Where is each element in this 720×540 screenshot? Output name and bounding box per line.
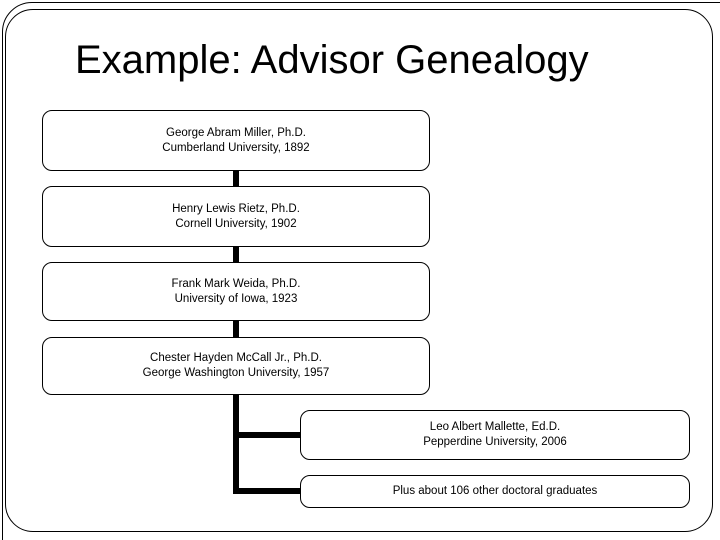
advisor-institution: Cornell University, 1902 <box>175 217 297 230</box>
advisor-box-weida: Frank Mark Weida, Ph.D. University of Io… <box>42 262 430 321</box>
advisor-institution: Pepperdine University, 2006 <box>423 436 567 448</box>
advisor-name: Leo Albert Mallette, Ed.D. <box>429 421 561 433</box>
connector-miller-rietz <box>233 170 239 187</box>
connector-rietz-weida <box>233 246 239 263</box>
advisor-institution: George Washington University, 1957 <box>142 367 330 379</box>
advisor-box-other-graduates: Plus about 106 other doctoral graduates <box>300 475 690 508</box>
advisor-name: Frank Mark Weida, Ph.D. <box>171 277 301 290</box>
advisor-box-rietz: Henry Lewis Rietz, Ph.D. Cornell Univers… <box>42 186 430 247</box>
advisor-box-miller: George Abram Miller, Ph.D. Cumberland Un… <box>42 110 430 171</box>
advisor-box-mallette: Leo Albert Mallette, Ed.D. Pepperdine Un… <box>300 410 690 460</box>
connector-mccall-branch-trunk <box>233 394 239 494</box>
advisor-name: Henry Lewis Rietz, Ph.D. <box>172 202 300 215</box>
advisor-name: Plus about 106 other doctoral graduates <box>392 485 598 497</box>
connector-branch-others <box>236 488 300 494</box>
slide-title: Example: Advisor Genealogy <box>75 38 589 82</box>
advisor-institution: University of Iowa, 1923 <box>174 292 298 305</box>
advisor-name: George Abram Miller, Ph.D. <box>166 126 306 139</box>
connector-weida-mccall <box>233 320 239 338</box>
advisor-name: Chester Hayden McCall Jr., Ph.D. <box>150 352 322 364</box>
advisor-box-mccall: Chester Hayden McCall Jr., Ph.D. George … <box>42 337 430 395</box>
connector-branch-mallette <box>236 432 300 438</box>
advisor-institution: Cumberland University, 1892 <box>162 141 310 154</box>
